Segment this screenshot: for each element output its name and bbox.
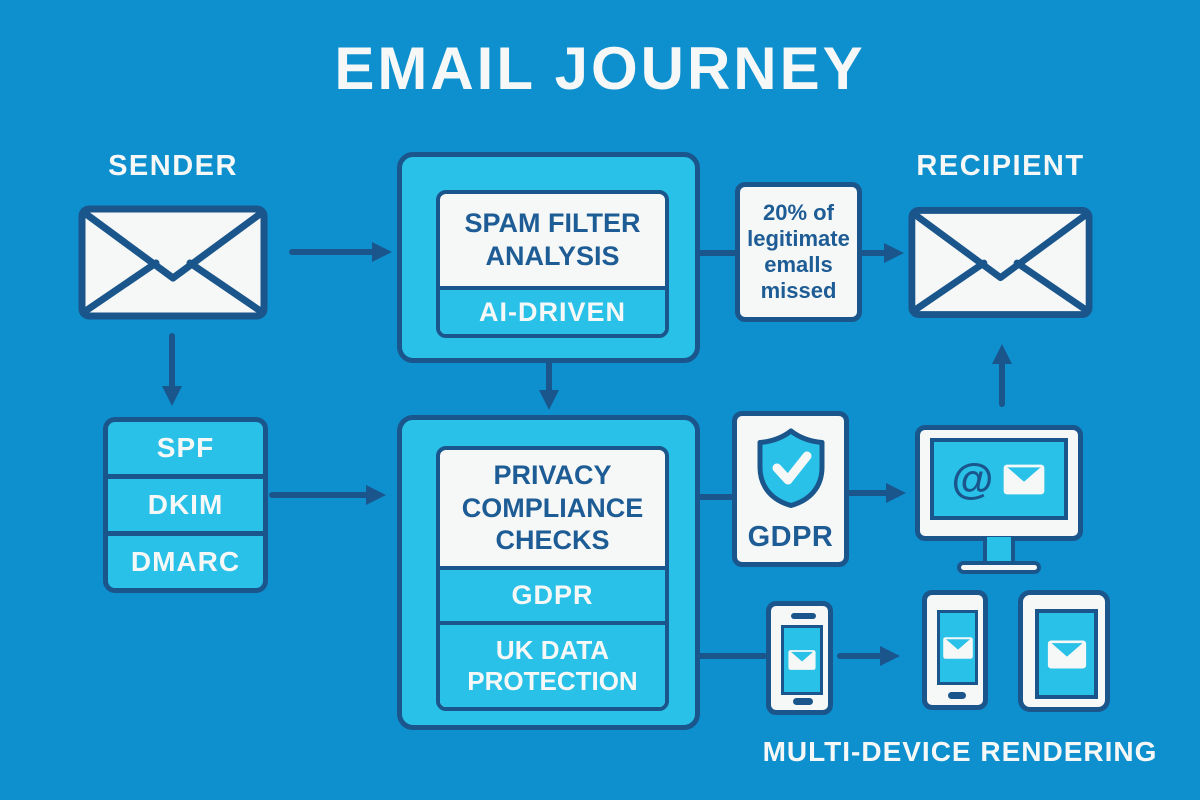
gdpr-badge-card: GDPR xyxy=(732,411,849,567)
tablet-email-envelope-icon xyxy=(1047,640,1086,668)
recipient-envelope-icon xyxy=(908,207,1093,318)
phone-screen xyxy=(781,625,823,695)
multi-device-label: MULTI-DEVICE RENDERING xyxy=(762,736,1158,767)
phone-speaker xyxy=(791,613,816,619)
arrow-auth-stack-to-privacy-checks xyxy=(269,485,386,505)
spam-filter-box: SPAM FILTER ANALYSIS AI-DRIVEN xyxy=(397,152,700,363)
phone-2-home-button xyxy=(948,692,966,699)
monitor-base xyxy=(957,561,1041,574)
loss-note-text: 20% of legitimate emalls missed xyxy=(747,200,850,303)
auth-item-dmarc: DMARC xyxy=(108,531,263,588)
privacy-checks-title: PRIVACY COMPLIANCE CHECKS xyxy=(461,459,644,556)
monitor-screen: @ xyxy=(930,438,1068,520)
spam-filter-subtitle: AI-DRIVEN xyxy=(440,286,665,334)
recipient-label: RECIPIENT xyxy=(916,150,1085,182)
arrow-sender-to-spam-filter xyxy=(289,242,392,262)
smartphone-email-icon xyxy=(766,601,833,715)
arrow-gdpr-badge-to-monitor xyxy=(846,483,906,503)
arrow-monitor-to-recipient xyxy=(992,344,1012,407)
arrow-sender-to-auth-stack xyxy=(162,333,182,406)
phone-2-screen xyxy=(937,610,978,685)
tablet-email-icon xyxy=(1018,590,1110,712)
phone-email-icon xyxy=(788,650,816,670)
auth-stack: SPF DKIM DMARC xyxy=(103,417,268,593)
loss-note-box: 20% of legitimate emalls missed xyxy=(735,182,862,322)
gdpr-badge-label: GDPR xyxy=(747,521,834,553)
privacy-checks-inner-card: PRIVACY COMPLIANCE CHECKS GDPR UK DATA P… xyxy=(436,446,669,711)
privacy-item-uk-data-protection: UK DATA PROTECTION xyxy=(440,621,665,707)
shield-check-icon xyxy=(757,428,824,508)
auth-item-spf: SPF xyxy=(156,432,215,463)
desktop-monitor: @ xyxy=(915,425,1083,575)
auth-item-dkim: DKIM xyxy=(108,474,263,531)
monitor-email-icon xyxy=(1004,464,1045,494)
page-title: EMAIL JOURNEY xyxy=(334,35,866,102)
sender-envelope-icon xyxy=(78,205,268,320)
phone-2-email-icon xyxy=(942,636,973,659)
at-symbol: @ xyxy=(951,454,994,503)
privacy-checks-box: PRIVACY COMPLIANCE CHECKS GDPR UK DATA P… xyxy=(397,415,700,730)
spam-filter-title: SPAM FILTER ANALYSIS xyxy=(464,208,641,271)
arrow-phone-to-devices xyxy=(837,646,900,666)
arrow-loss-note-to-recipient xyxy=(858,243,904,263)
sender-label: SENDER xyxy=(108,150,238,182)
tablet-screen xyxy=(1035,609,1098,699)
phone-home-button xyxy=(793,698,813,705)
privacy-item-gdpr: GDPR xyxy=(440,566,665,621)
smartphone-2-email-icon xyxy=(922,590,988,710)
spam-filter-inner-card: SPAM FILTER ANALYSIS AI-DRIVEN xyxy=(436,190,669,338)
